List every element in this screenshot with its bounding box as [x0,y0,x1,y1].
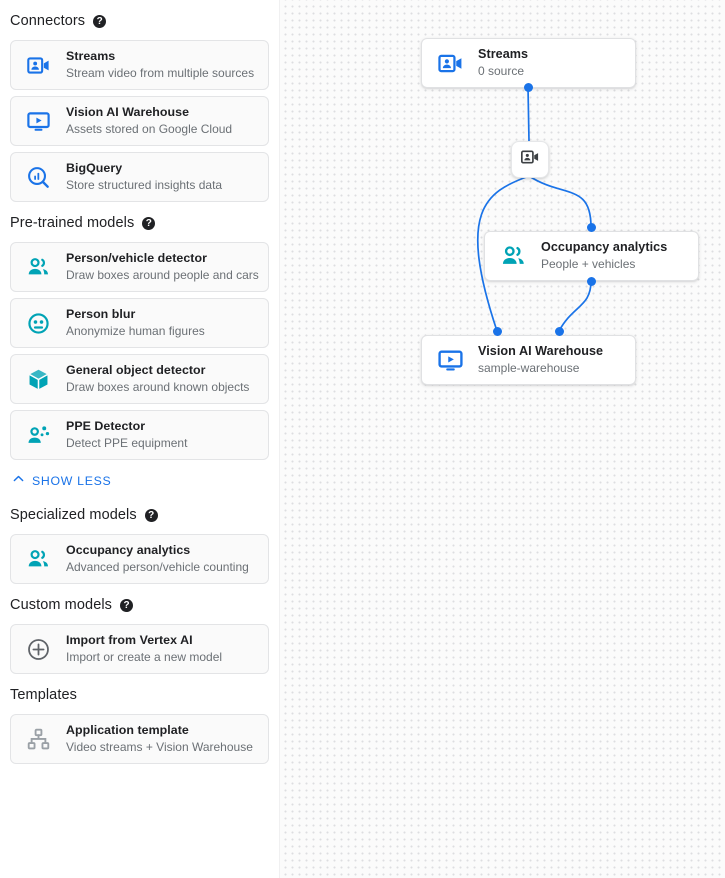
section-title: Specialized models [10,507,137,523]
catalog-card-subtitle: Assets stored on Google Cloud [66,122,233,136]
graph-node-warehouse[interactable]: Vision AI Warehouse sample-warehouse [421,335,636,385]
edge-badge-to-warehouse[interactable] [476,175,530,332]
catalog-card-title: Streams [66,49,116,63]
monitor-play-icon [434,344,466,376]
section-title: Custom models [10,597,113,613]
graph-node-title: Occupancy analytics [541,240,668,254]
catalog-card-title: Import from Vertex AI [66,633,193,647]
graph-node-title: Streams [478,47,529,61]
sitemap-hierarchy-icon [23,724,53,754]
graph-node-subtitle: sample-warehouse [478,361,580,375]
people-group-icon [23,544,53,574]
catalog-card-title: Person blur [66,307,136,321]
face-blur-icon [23,308,53,338]
graph-port-occupancy-in[interactable] [586,222,596,232]
catalog-card-subtitle: Detect PPE equipment [66,436,188,450]
edge-layer [476,86,592,332]
graph-port-occupancy-out[interactable] [586,276,596,286]
section-header-custom-models: Custom models? [0,592,279,618]
section-title: Connectors [10,13,86,29]
edge-occupancy-to-warehouse[interactable] [558,280,592,332]
help-icon[interactable]: ? [144,508,158,522]
catalog-card-title: Occupancy analytics [66,543,191,557]
plus-circle-icon [23,634,53,664]
graph-node-subtitle: 0 source [478,64,525,78]
help-icon[interactable]: ? [93,14,107,28]
catalog-card-title: PPE Detector [66,419,146,433]
graph-port-streams-out[interactable] [523,82,533,92]
video-camera-person-icon [520,147,540,172]
video-camera-person-icon [23,50,53,80]
section-title: Pre-trained models [10,215,135,231]
section-header-connectors: Connectors? [0,8,279,34]
catalog-card-subtitle: Video streams + Vision Warehouse [66,740,253,754]
catalog-card-subtitle: Advanced person/vehicle counting [66,560,249,574]
help-icon[interactable]: ? [142,216,156,230]
chevron-up-icon [11,471,26,491]
graph-port-warehouse-in-right[interactable] [554,326,564,336]
catalog-card-title: BigQuery [66,161,123,175]
catalog-card-subtitle: Import or create a new model [66,650,223,664]
help-icon[interactable]: ? [120,598,134,612]
monitor-play-icon [23,106,53,136]
people-group-icon [497,240,529,272]
graph-node-title: Vision AI Warehouse [478,344,604,358]
graph-port-warehouse-in-left[interactable] [492,326,502,336]
catalog-card-title: Application template [66,723,189,737]
catalog-card-title: Person/vehicle detector [66,251,207,265]
graph-node-streams[interactable]: Streams 0 source [421,38,636,88]
catalog-card-subtitle: Draw boxes around people and cars [66,268,259,282]
section-header-pre-trained-models: Pre-trained models? [0,210,279,236]
catalog-card-title: Vision AI Warehouse [66,105,190,119]
catalog-card-subtitle: Draw boxes around known objects [66,380,250,394]
edge-streams-to-badge[interactable] [527,86,530,142]
people-group-icon [23,252,53,282]
show-less-label: SHOW LESS [32,474,112,488]
bigquery-magnifier-icon [23,162,53,192]
catalog-card-subtitle: Anonymize human figures [66,324,205,338]
video-camera-person-icon [434,47,466,79]
section-header-templates: Templates [0,682,279,708]
catalog-card-subtitle: Store structured insights data [66,178,223,192]
catalog-card-import-from-vertex-ai[interactable]: Import from Vertex AI Import or create a … [10,624,269,674]
catalog-card-subtitle: Stream video from multiple sources [66,66,255,80]
edge-badge-to-occupancy[interactable] [528,175,592,228]
catalog-card-title: General object detector [66,363,206,377]
person-helmet-icon [23,420,53,450]
show-less-button[interactable]: SHOW LESS [0,468,279,494]
section-header-specialized-models: Specialized models? [0,502,279,528]
section-title: Templates [10,687,77,703]
cube-box-icon [23,364,53,394]
graph-node-subtitle: People + vehicles [541,257,636,271]
graph-badge-stream-badge[interactable] [511,141,549,178]
